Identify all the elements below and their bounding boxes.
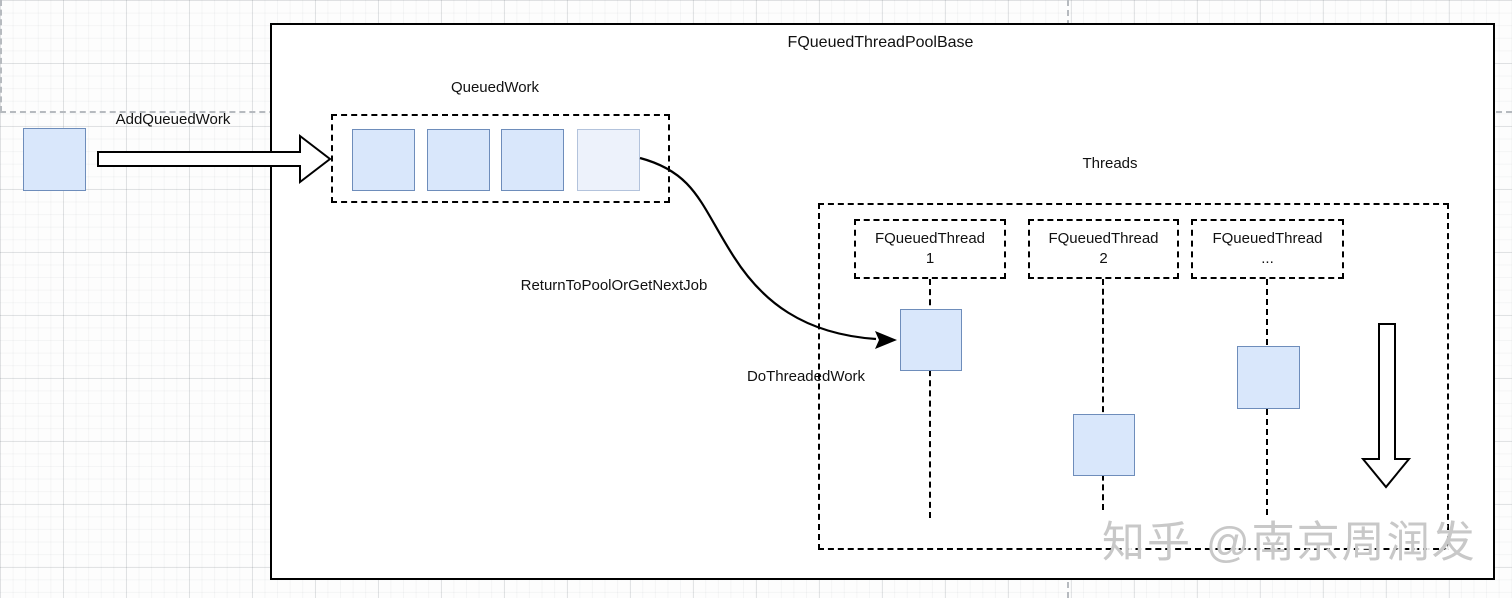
thread-header-2: FQueuedThread 2 xyxy=(1028,219,1179,279)
threads-label: Threads xyxy=(1082,155,1138,172)
thread-name: FQueuedThread xyxy=(1212,230,1323,247)
pool-title: FQueuedThreadPoolBase xyxy=(787,34,974,51)
queued-work-label: QueuedWork xyxy=(450,79,540,96)
thread-number: ... xyxy=(1261,250,1274,267)
queued-work-item xyxy=(352,129,415,191)
thread-2-lifeline xyxy=(1102,279,1104,510)
thread-name: FQueuedThread xyxy=(874,230,986,247)
queued-work-item xyxy=(427,129,490,191)
thread-name: FQueuedThread xyxy=(1048,230,1159,247)
return-to-pool-label: ReturnToPoolOrGetNextJob xyxy=(520,277,708,294)
external-work-item-box xyxy=(23,128,86,191)
queued-work-item-faded xyxy=(577,129,640,191)
thread-number: 2 xyxy=(1099,250,1108,267)
thread-header-ellipsis: FQueuedThread ... xyxy=(1191,219,1344,279)
thread-1-activation-box xyxy=(900,309,962,371)
thread-number: 1 xyxy=(925,250,935,267)
add-queued-work-label: AddQueuedWork xyxy=(115,111,231,128)
queued-work-item xyxy=(501,129,564,191)
zhihu-watermark: 知乎 @南京周润发 xyxy=(1102,519,1477,567)
do-threaded-work-label: DoThreadedWork xyxy=(746,368,866,385)
thread-2-activation-box xyxy=(1073,414,1135,476)
threads-container xyxy=(818,203,1449,550)
thread-header-1: FQueuedThread 1 xyxy=(854,219,1006,279)
page-break-left-edge-line xyxy=(0,0,2,112)
thread-ellipsis-activation-box xyxy=(1237,346,1300,409)
thread-1-lifeline xyxy=(929,279,931,518)
